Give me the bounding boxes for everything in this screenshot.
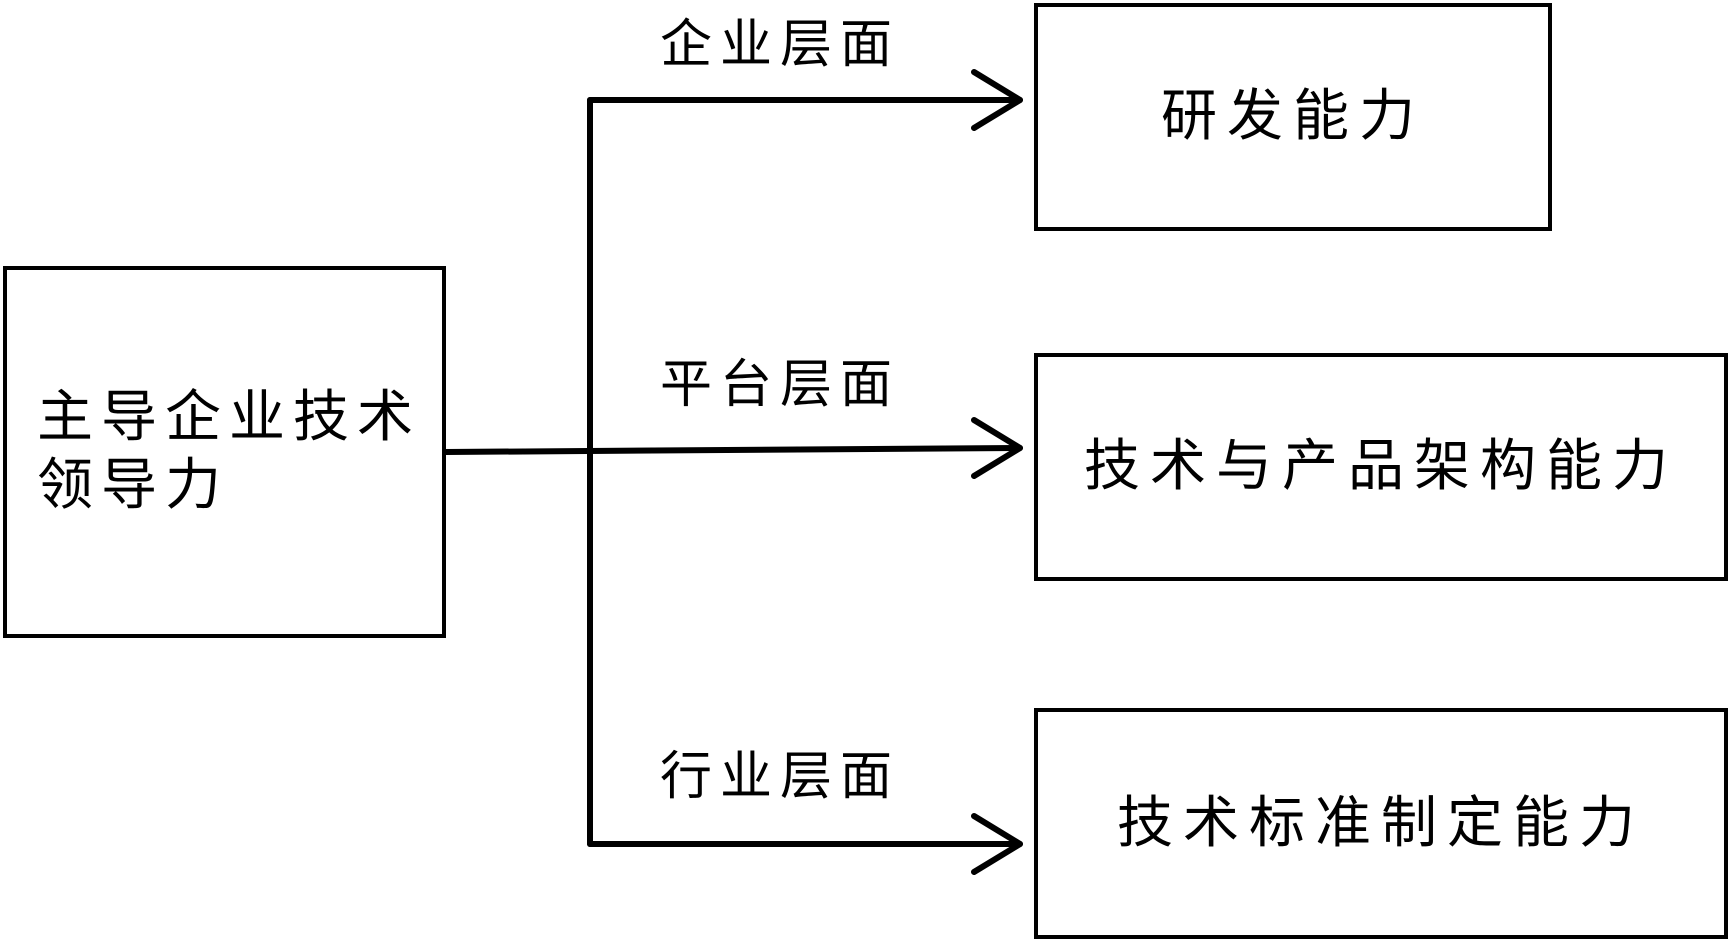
connector-to-arch	[443, 445, 1023, 455]
arrowhead-rd-icon	[971, 69, 1023, 131]
edge-label-enterprise-level: 企业层面	[660, 15, 901, 75]
target-node-standard-capability: 技术标准制定能力	[1034, 708, 1728, 939]
source-node-label-line2: 领导力	[37, 453, 229, 518]
source-node-label-line1: 主导企业技术	[37, 385, 421, 450]
edge-label-industry-level: 行业层面	[660, 747, 901, 807]
arrowhead-arch-icon	[971, 417, 1023, 479]
arrowhead-std-icon	[971, 813, 1023, 875]
source-node-technology-leadership: 主导企业技术 领导力	[3, 266, 446, 638]
source-node-label: 主导企业技术 领导力	[37, 384, 421, 520]
target-node-rd-capability: 研发能力	[1034, 3, 1552, 231]
target-node-standard-label: 技术标准制定能力	[1117, 790, 1645, 856]
target-node-architecture-capability: 技术与产品架构能力	[1034, 353, 1728, 581]
target-node-architecture-label: 技术与产品架构能力	[1084, 434, 1678, 500]
edge-label-platform-level: 平台层面	[660, 355, 901, 415]
target-node-rd-label: 研发能力	[1161, 84, 1425, 150]
